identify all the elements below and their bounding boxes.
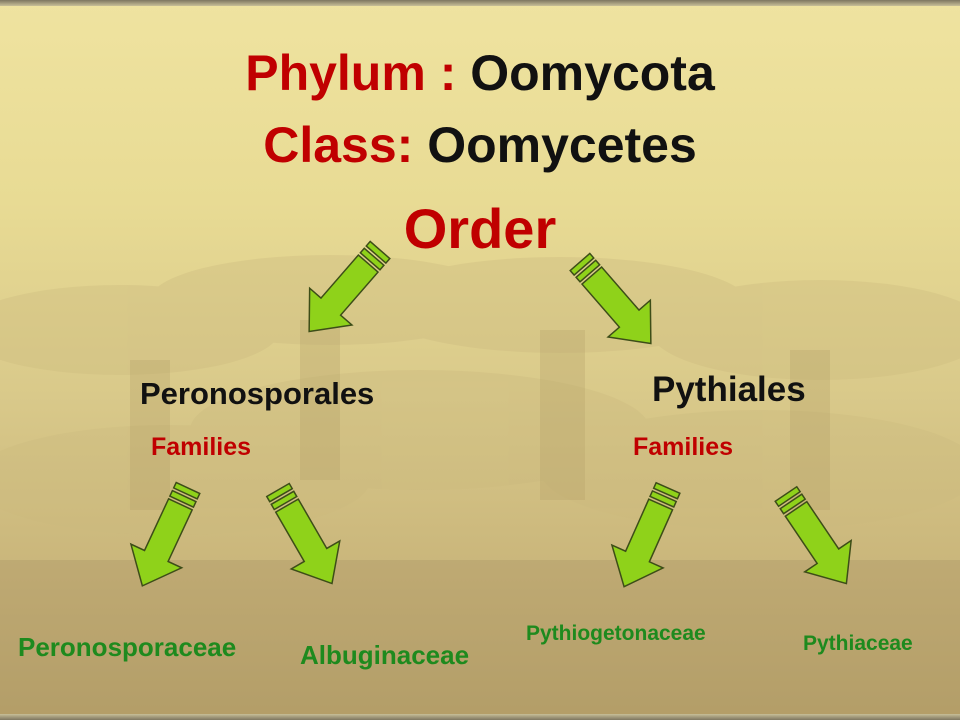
family-pythiogetonaceae: Pythiogetonaceae — [526, 622, 706, 645]
arrow-to-albuginaceae — [253, 475, 357, 599]
class-label: Class: — [263, 117, 428, 173]
class-value: Oomycetes — [427, 117, 697, 173]
family-peronosporaceae: Peronosporaceae — [18, 632, 237, 662]
arrow-to-peronosporaceae — [116, 475, 215, 599]
family-pythiaceae: Pythiaceae — [803, 632, 913, 655]
slide-frame-bottom — [0, 714, 960, 720]
slide-frame-top — [0, 0, 960, 6]
families-label-pythiales: Families — [633, 433, 734, 461]
phylum-heading: Phylum : Oomycota — [0, 44, 960, 102]
arrow-to-pythiales — [558, 242, 673, 363]
class-heading: Class: Oomycetes — [0, 116, 960, 174]
families-label-peronosporales: Families — [151, 433, 252, 461]
arrow-to-pythiaceae — [762, 477, 871, 600]
arrow-to-pythiogetonaceae — [597, 475, 695, 599]
arrow-to-peronosporales — [287, 230, 402, 351]
family-albuginaceae: Albuginaceae — [300, 640, 470, 670]
phylum-label: Phylum : — [245, 45, 471, 101]
order-heading: Order — [403, 197, 557, 260]
order-name-pythiales: Pythiales — [652, 370, 806, 409]
order-name-peronosporales: Peronosporales — [140, 376, 375, 411]
phylum-value: Oomycota — [470, 45, 715, 101]
